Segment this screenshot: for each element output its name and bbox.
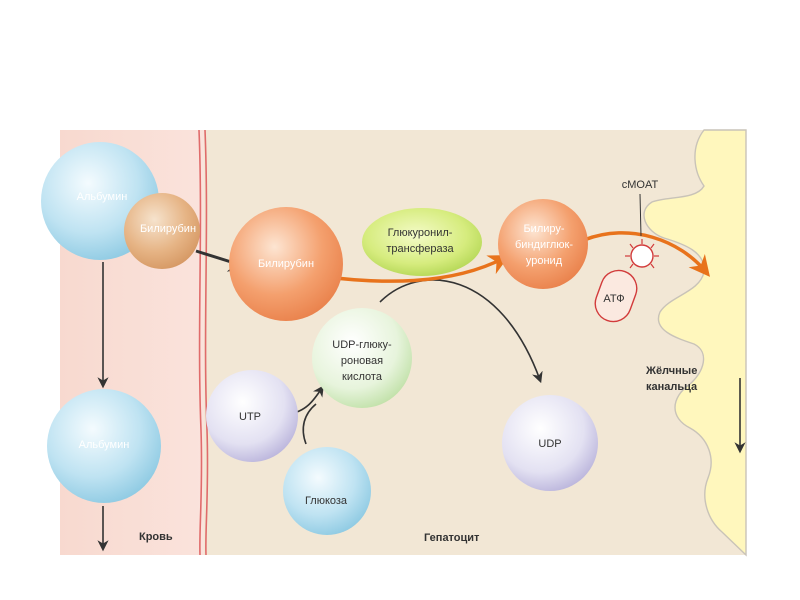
svg-text:кислота: кислота (342, 371, 383, 383)
svg-text:Альбумин: Альбумин (79, 439, 130, 451)
transporter-rays-icon (625, 239, 659, 269)
label-bile-canaliculi-2: канальца (646, 381, 698, 393)
svg-text:биндиглюк-: биндиглюк- (515, 239, 573, 251)
node-udp: UDP (502, 395, 598, 491)
svg-text:UDP-глюку-: UDP-глюку- (332, 339, 392, 351)
node-udp-glucuronic-acid: UDP-глюку- роновая кислота (312, 308, 412, 408)
node-albumin-bottom: Альбумин (47, 389, 161, 503)
node-enzyme: Глюкуронил- трансфераза (362, 208, 482, 276)
svg-text:Альбумин: Альбумин (77, 191, 128, 203)
svg-text:Билирубин: Билирубин (140, 223, 196, 235)
atp-capsule: АТФ (594, 269, 638, 323)
arrow-glucose-to-udpga (302, 403, 317, 445)
arrow-secretion (583, 231, 710, 277)
svg-text:АТФ: АТФ (603, 293, 624, 305)
svg-text:Билиру-: Билиру- (523, 223, 564, 235)
label-bile-canaliculi-1: Жёлчные (645, 365, 697, 377)
cell-membrane (198, 129, 203, 556)
arrow-udpga-to-udp (379, 279, 543, 384)
transporter-cmoat: cMOAT (622, 179, 659, 269)
node-bilirubin-diglucuronide: Билиру- биндиглюк- уронид (498, 199, 588, 289)
svg-text:UDP: UDP (538, 438, 561, 450)
label-blood: Кровь (139, 531, 173, 543)
svg-text:UTP: UTP (239, 411, 261, 423)
label-hepatocyte: Гепатоцит (424, 532, 480, 544)
svg-text:cMOAT: cMOAT (622, 179, 659, 191)
bile-canaliculi-shape (643, 129, 747, 557)
svg-text:Глюкоза: Глюкоза (305, 495, 348, 507)
cell-membrane-inner (204, 129, 209, 556)
svg-text:уронид: уронид (526, 255, 563, 267)
node-glucose: Глюкоза (283, 447, 371, 535)
node-utp: UTP (206, 370, 298, 462)
svg-text:Глюкуронил-: Глюкуронил- (388, 227, 453, 239)
node-bilirubin-blood: Билирубин (124, 193, 200, 269)
svg-text:трансфераза: трансфераза (386, 243, 454, 255)
svg-text:роновая: роновая (341, 355, 383, 367)
node-bilirubin-cell: Билирубин (229, 207, 343, 321)
svg-text:Билирубин: Билирубин (258, 258, 314, 270)
